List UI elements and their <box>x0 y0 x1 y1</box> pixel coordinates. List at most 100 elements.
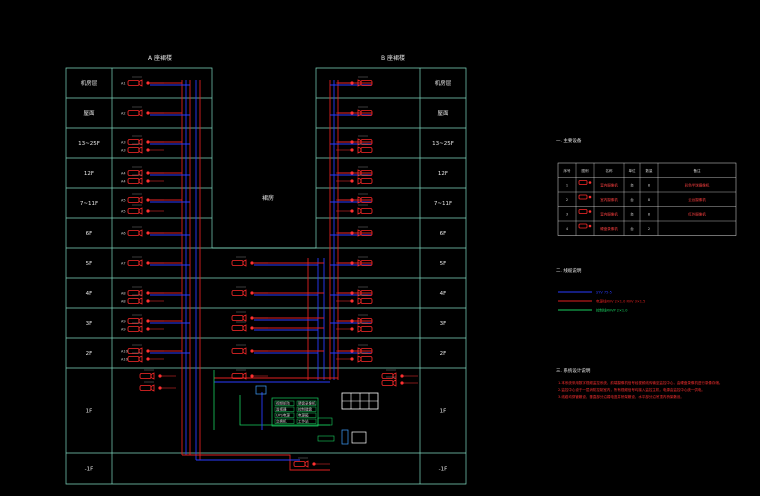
table-header: 数量 <box>646 168 654 173</box>
design-note: 3.线缆均穿管敷设，垂直部分沿弱电竖井桥架敷设，水平部分沿吊顶内桥架敷设。 <box>558 394 684 399</box>
camera-icon <box>231 369 268 380</box>
cable-runs <box>150 80 372 471</box>
equipment-rack <box>271 397 319 427</box>
camera-icon <box>127 256 164 267</box>
table-cell: 3 <box>566 213 568 217</box>
camera-tag: A5 <box>121 210 126 214</box>
table-cell: 台 <box>630 226 634 231</box>
camera-icon <box>381 369 418 380</box>
camera-icon <box>336 174 373 185</box>
camera-icon <box>127 204 164 215</box>
table-header: 图例 <box>582 168 590 173</box>
table-cell: 2 <box>566 198 568 202</box>
design-note: 1.本系统采用数字视频监控系统，前端摄像机信号经视频线传输至监控中心，由硬盘录像… <box>558 380 722 385</box>
rack-unit-label: 监视器 <box>276 407 287 412</box>
floor-label-right: 3F <box>440 321 447 327</box>
camera-icon <box>336 143 373 154</box>
camera-tag: A4 <box>121 172 126 176</box>
rack-unit <box>296 406 317 412</box>
floor-label-right: 机房层 <box>435 79 452 87</box>
legend-camera-icon <box>578 194 588 200</box>
camera-tag: A4 <box>121 180 126 184</box>
legend-camera-icon <box>578 180 588 185</box>
power-box-icon <box>317 417 333 426</box>
camera-icon <box>127 322 164 333</box>
camera-icon <box>231 256 268 267</box>
floor-label-left: 2F <box>86 351 93 357</box>
outline <box>65 67 467 485</box>
floor-label-right: 13~25F <box>432 141 454 147</box>
legend-camera-dot <box>588 224 592 228</box>
table-cell: 云台摄像机 <box>688 197 706 202</box>
rack-unit <box>296 412 317 418</box>
floor-label-left: -1F <box>85 467 94 473</box>
table-border <box>557 162 737 236</box>
floor-label-right: 屋面 <box>437 110 449 117</box>
rack-unit <box>296 400 317 406</box>
legend-camera-icon <box>578 223 588 229</box>
camera-icon <box>293 457 330 468</box>
camera-icon <box>127 135 164 146</box>
camera-icon <box>127 76 164 87</box>
floor-label-right: -1F <box>439 467 448 473</box>
floor-label-right: 7~11F <box>434 201 452 207</box>
camera-tag: A8 <box>121 292 126 296</box>
legend-camera-dot <box>588 210 592 213</box>
legend-line-label: SYV 75-5 <box>596 291 612 295</box>
legend-section3-title: 三. 系统设计说明 <box>556 367 591 374</box>
table-cell: 室内摄像机 <box>600 212 618 217</box>
table-header: 单位 <box>629 168 637 173</box>
floor-label-left: 4F <box>86 291 93 297</box>
floor-label-left: 1F <box>86 409 93 415</box>
server-icon <box>341 429 349 445</box>
camera-icon <box>127 226 164 237</box>
camera-icon <box>231 286 268 297</box>
camera-tag: A6 <box>121 232 126 236</box>
floor-label-right: 2F <box>440 351 447 357</box>
camera-icon <box>127 344 164 355</box>
table-cell: 室内摄像机 <box>600 197 618 202</box>
camera-icon <box>381 376 418 387</box>
a-building-title: A 座裙楼 <box>148 54 172 62</box>
camera-icon <box>336 352 373 363</box>
table-cell: 台 <box>630 197 634 202</box>
rack-unit-label: 交换机 <box>276 419 287 424</box>
camera-tag: A10 <box>121 350 128 354</box>
floor-label-right: 6F <box>440 231 447 237</box>
table-cell: 1 <box>566 184 568 188</box>
camera-tag: A3 <box>121 141 126 145</box>
control-line <box>239 395 330 426</box>
camera-icon <box>336 166 373 177</box>
camera-icon <box>127 174 164 185</box>
keyboard-icon <box>317 435 335 442</box>
workstation-icon <box>351 431 367 444</box>
legend-line-label: 电源线RVV 2×1.0 RVV 3×1.5 <box>596 299 645 304</box>
b-building-title: B 座裙楼 <box>381 54 405 62</box>
camera-tag: A1 <box>121 82 126 86</box>
trunk-bottom <box>182 454 330 471</box>
rack-unit <box>296 418 317 424</box>
camera-icon <box>336 204 373 215</box>
table-cell: 4 <box>566 227 569 231</box>
camera-icon <box>231 321 268 332</box>
rack-unit <box>274 412 295 418</box>
table-cell: 红外摄像机 <box>688 212 706 217</box>
camera-tag: A5 <box>121 199 126 203</box>
camera-icon <box>336 294 373 305</box>
rack-unit-label: 视频矩阵 <box>276 401 290 406</box>
camera-icon <box>127 294 164 305</box>
camera-icon <box>336 314 373 325</box>
legend-section1-title: 一. 主要设备 <box>556 137 582 144</box>
table-cell: 硬盘录像机 <box>600 226 618 231</box>
rack-unit-label: 电源箱 <box>298 413 309 418</box>
floor-label-left: 12F <box>84 171 94 177</box>
design-notes: 1.本系统采用数字视频监控系统，前端摄像机信号经视频线传输至监控中心，由硬盘录像… <box>558 380 722 399</box>
building-frames <box>65 67 467 485</box>
rack-unit-label: UPS电源 <box>276 413 290 418</box>
camera-icon <box>127 286 164 297</box>
camera-icon <box>336 226 373 237</box>
camera-icon <box>127 166 164 177</box>
